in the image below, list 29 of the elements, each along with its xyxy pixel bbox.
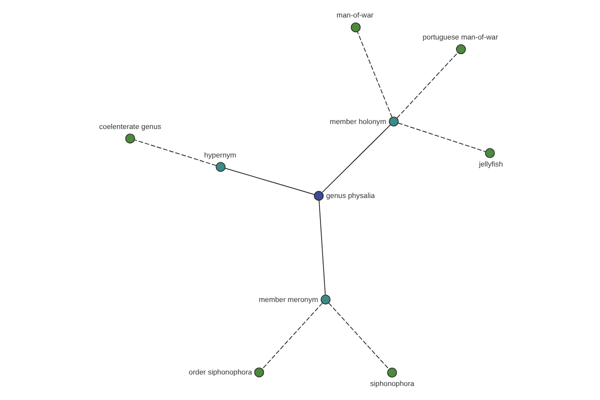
node-label: member holonym — [330, 116, 386, 126]
connector — [357, 31, 392, 118]
connector — [318, 200, 326, 296]
node-label: order siphonophora — [188, 368, 252, 377]
node-circle — [320, 294, 331, 304]
node-circle — [314, 190, 324, 201]
node-label: man-of-war — [336, 10, 374, 20]
connector — [396, 52, 458, 118]
node-circle — [388, 116, 399, 126]
node-circle — [125, 134, 136, 144]
node-label: member meronym — [258, 294, 318, 304]
connector — [322, 124, 391, 193]
node-circle — [484, 148, 495, 158]
node-label: portuguese man-of-war — [422, 32, 498, 42]
node-circle — [350, 22, 361, 32]
connector — [134, 140, 217, 166]
connector — [262, 302, 323, 370]
node-label: siphonophora — [370, 378, 414, 388]
node-label: genus physalia — [326, 191, 375, 200]
node-circle — [456, 44, 466, 54]
node-label: jellyfish — [478, 159, 503, 168]
node-label: coelenterate genus — [99, 122, 162, 131]
connector — [398, 122, 486, 152]
connector — [328, 302, 390, 370]
node-circle — [387, 368, 397, 378]
node-circle — [254, 368, 264, 378]
node-circle — [216, 162, 226, 172]
node-label: hypernym — [204, 150, 236, 160]
connector — [224, 168, 315, 195]
